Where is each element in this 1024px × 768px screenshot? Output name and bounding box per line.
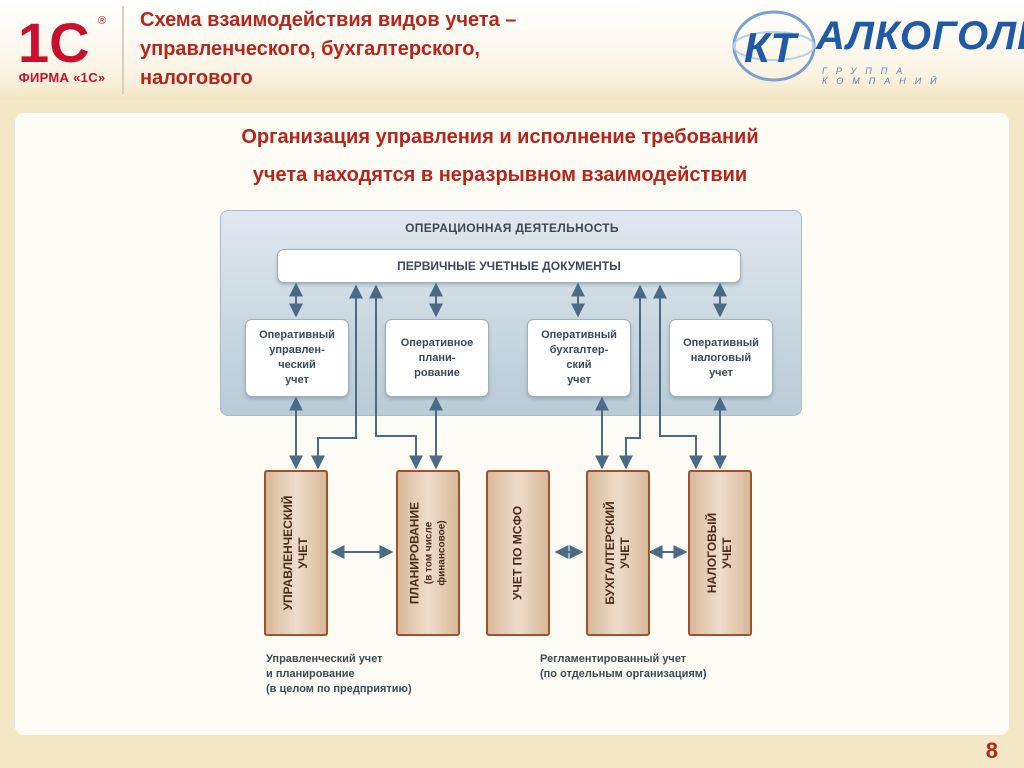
op-box-line: ский xyxy=(566,359,592,371)
op-box-line: рование xyxy=(414,366,460,379)
kt-globe-icon: КТ xyxy=(732,10,816,82)
primary-documents-box: ПЕРВИЧНЫЕ УЧЕТНЫЕ ДОКУМЕНТЫ xyxy=(277,249,741,283)
acc-box-title: ПЛАНИРОВАНИЕ xyxy=(407,501,422,605)
acc-box-text: УПРАВЛЕНЧЕСКИЙ УЧЕТ xyxy=(281,496,311,611)
logo-kt-subtitle: ГРУППА КОМПАНИЙ xyxy=(822,66,946,86)
logo-1c-mark-icon: 1С ® xyxy=(18,12,106,68)
arrow-docs-tax xyxy=(653,284,703,470)
acc-box-title: УЧЕТ ПО МСФО xyxy=(510,505,525,601)
logo-kt-name: АЛКОГОЛЬ xyxy=(816,14,1024,58)
slide-title: Схема взаимодействия видов учета – управ… xyxy=(140,6,700,93)
op-box-line: управлен- xyxy=(269,344,325,356)
acc-box-text: ПЛАНИРОВАНИЕ (в том числе финансовое) xyxy=(408,502,449,604)
header-divider xyxy=(122,6,124,94)
arrow-docs-bookkeeping xyxy=(619,284,647,470)
acc-box-title: УПРАВЛЕНЧЕСКИЙ xyxy=(281,495,295,611)
op-box-line: учет xyxy=(709,366,733,379)
logo-1c-caption: ФИРМА «1С» xyxy=(18,70,106,85)
op-box-line: Оперативный xyxy=(541,329,617,341)
op-box-line: плани- xyxy=(418,351,456,364)
subtitle-line: учета находятся в неразрывном взаимодейс… xyxy=(252,164,748,186)
logo-kt-alcohol: КТ АЛКОГОЛЬ ГРУППА КОМПАНИЙ xyxy=(730,8,1024,86)
slide-title-line: управленческого, бухгалтерского, xyxy=(140,38,480,60)
svg-text:1С: 1С xyxy=(18,12,90,68)
planning-box: ПЛАНИРОВАНИЕ (в том числе финансовое) xyxy=(396,470,460,636)
caption-line: (по отдельным организациям) xyxy=(540,668,707,680)
op-box-line: бухгалтер- xyxy=(549,344,609,356)
acc-box-subtitle: финансовое) xyxy=(436,520,448,586)
arrow-docs-planning xyxy=(369,284,423,470)
acc-box-text: НАЛОГОВЫЙ УЧЕТ xyxy=(705,513,735,593)
caption-line: Управленческий учет xyxy=(266,653,383,665)
subtitle-line: Организация управления и исполнение треб… xyxy=(241,126,759,148)
slide-title-line: налогового xyxy=(140,67,253,89)
accounting-interaction-diagram: ОПЕРАЦИОННАЯ ДЕЯТЕЛЬНОСТЬ ПЕРВИЧНЫЕ УЧЕТ… xyxy=(220,210,804,698)
acc-box-title: БУХГАЛТЕРСКИЙ xyxy=(603,501,617,605)
op-box-line: учет xyxy=(567,374,591,386)
caption-line: и планирование xyxy=(266,668,355,680)
svg-text:®: ® xyxy=(98,15,106,27)
op-box-line: налоговый xyxy=(690,351,752,364)
management-accounting-box: УПРАВЛЕНЧЕСКИЙ УЧЕТ xyxy=(264,470,328,636)
caption-regulated-accounting: Регламентированный учет (по отдельным ор… xyxy=(540,652,707,682)
caption-line: Регламентированный учет xyxy=(540,653,687,665)
acc-box-title: УЧЕТ xyxy=(720,537,734,569)
caption-management-planning: Управленческий учет и планирование (в це… xyxy=(266,652,412,697)
operational-activity-title: ОПЕРАЦИОННАЯ ДЕЯТЕЛЬНОСТЬ xyxy=(405,221,619,235)
logo-1c: 1С ® ФИРМА «1С» xyxy=(8,8,116,88)
acc-box-text: УЧЕТ ПО МСФО xyxy=(511,506,526,600)
page-number: 8 xyxy=(985,738,998,763)
op-box-line: ческий xyxy=(278,359,316,371)
acc-box-title: УЧЕТ xyxy=(618,537,632,569)
arrow-docs-management xyxy=(311,284,363,470)
slide-title-line: Схема взаимодействия видов учета – xyxy=(140,9,517,31)
bookkeeping-box: БУХГАЛТЕРСКИЙ УЧЕТ xyxy=(586,470,650,636)
acc-box-subtitle: (в том числе xyxy=(423,521,435,585)
op-box-line: учет xyxy=(285,374,309,386)
ifrs-accounting-box: УЧЕТ ПО МСФО xyxy=(486,470,550,636)
acc-box-title: УЧЕТ xyxy=(296,537,310,569)
caption-line: (в целом по предприятию) xyxy=(266,683,412,695)
operational-bookkeeping-box: Оперативный бухгалтер- ский учет xyxy=(527,319,631,397)
acc-box-title: НАЛОГОВЫЙ xyxy=(705,512,719,594)
svg-text:КТ: КТ xyxy=(744,24,799,71)
acc-box-text: БУХГАЛТЕРСКИЙ УЧЕТ xyxy=(603,501,633,604)
diagram-arrows xyxy=(289,282,727,559)
slide-subtitle: Организация управления и исполнение треб… xyxy=(60,118,940,194)
tax-accounting-box: НАЛОГОВЫЙ УЧЕТ xyxy=(688,470,752,636)
primary-documents-label: ПЕРВИЧНЫЕ УЧЕТНЫЕ ДОКУМЕНТЫ xyxy=(397,259,621,273)
slide-header: 1С ® ФИРМА «1С» Схема взаимодействия вид… xyxy=(0,0,1024,100)
